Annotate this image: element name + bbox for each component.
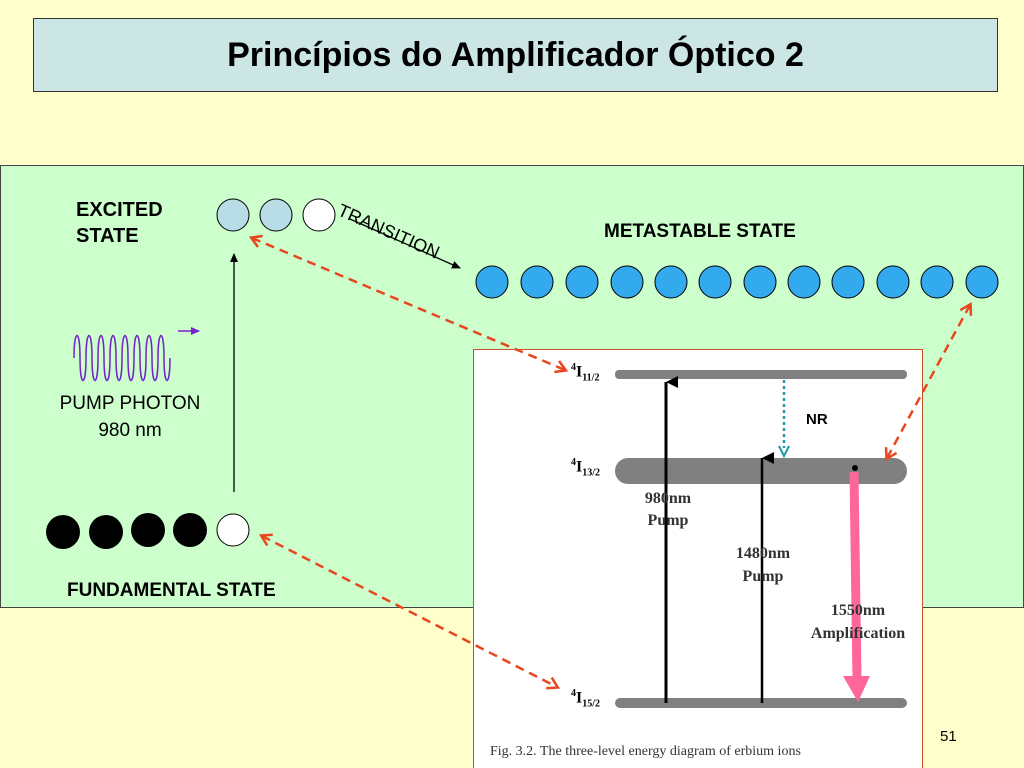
metastable-atom bbox=[743, 265, 777, 299]
excited-atom bbox=[216, 198, 250, 232]
pump-photon-label: PUMP PHOTON 980 nm bbox=[59, 393, 201, 441]
fundamental-to-4i15-connector bbox=[262, 536, 557, 687]
metastable-state-label: METASTABLE STATE bbox=[604, 221, 796, 242]
metastable-atom bbox=[698, 265, 732, 299]
excited-atom-empty bbox=[302, 198, 336, 232]
ground-atom-empty bbox=[216, 513, 250, 547]
photon-wave-icon bbox=[73, 327, 200, 381]
level-4i11-label: 4I11/2 bbox=[571, 362, 600, 384]
pump-980-label: 980nm Pump bbox=[644, 490, 692, 529]
fundamental-atoms bbox=[46, 513, 250, 549]
ground-atom bbox=[46, 515, 80, 549]
excited-state-label: EXCITED STATE bbox=[76, 199, 163, 247]
fundamental-state-label: FUNDAMENTAL STATE bbox=[67, 580, 276, 601]
ground-atom bbox=[131, 513, 165, 547]
figure-caption: Fig. 3.2. The three-level energy diagram… bbox=[490, 744, 801, 759]
nr-label: NR bbox=[806, 411, 828, 428]
amplification-label: 1550nm Amplification bbox=[810, 602, 906, 642]
metastable-atom bbox=[787, 265, 821, 299]
amplification-arrowhead bbox=[843, 676, 870, 702]
ground-atom bbox=[173, 513, 207, 547]
nr-arrowhead bbox=[778, 445, 790, 459]
ground-atom bbox=[89, 515, 123, 549]
excited-atoms bbox=[216, 198, 336, 232]
metastable-atom bbox=[965, 265, 999, 299]
level-4i11-bar bbox=[615, 370, 907, 379]
title-box: Princípios do Amplificador Óptico 2 bbox=[33, 18, 998, 92]
page-number: 51 bbox=[940, 728, 957, 745]
slide-title: Princípios do Amplificador Óptico 2 bbox=[227, 35, 804, 74]
level-4i13-label: 4I13/2 bbox=[571, 457, 601, 479]
excited-atom bbox=[259, 198, 293, 232]
amplification-arrow bbox=[849, 471, 862, 681]
metastable-atom bbox=[920, 265, 954, 299]
metastable-atom bbox=[876, 265, 910, 299]
metastable-atom bbox=[610, 265, 644, 299]
level-4i15-label: 4I15/2 bbox=[571, 688, 601, 710]
pump-1480-label: 1480nm Pump bbox=[735, 545, 791, 585]
excited-to-4i11-connector bbox=[252, 238, 565, 370]
metastable-atom bbox=[654, 265, 688, 299]
metastable-to-4i13-connector bbox=[887, 305, 970, 458]
metastable-atom bbox=[831, 265, 865, 299]
